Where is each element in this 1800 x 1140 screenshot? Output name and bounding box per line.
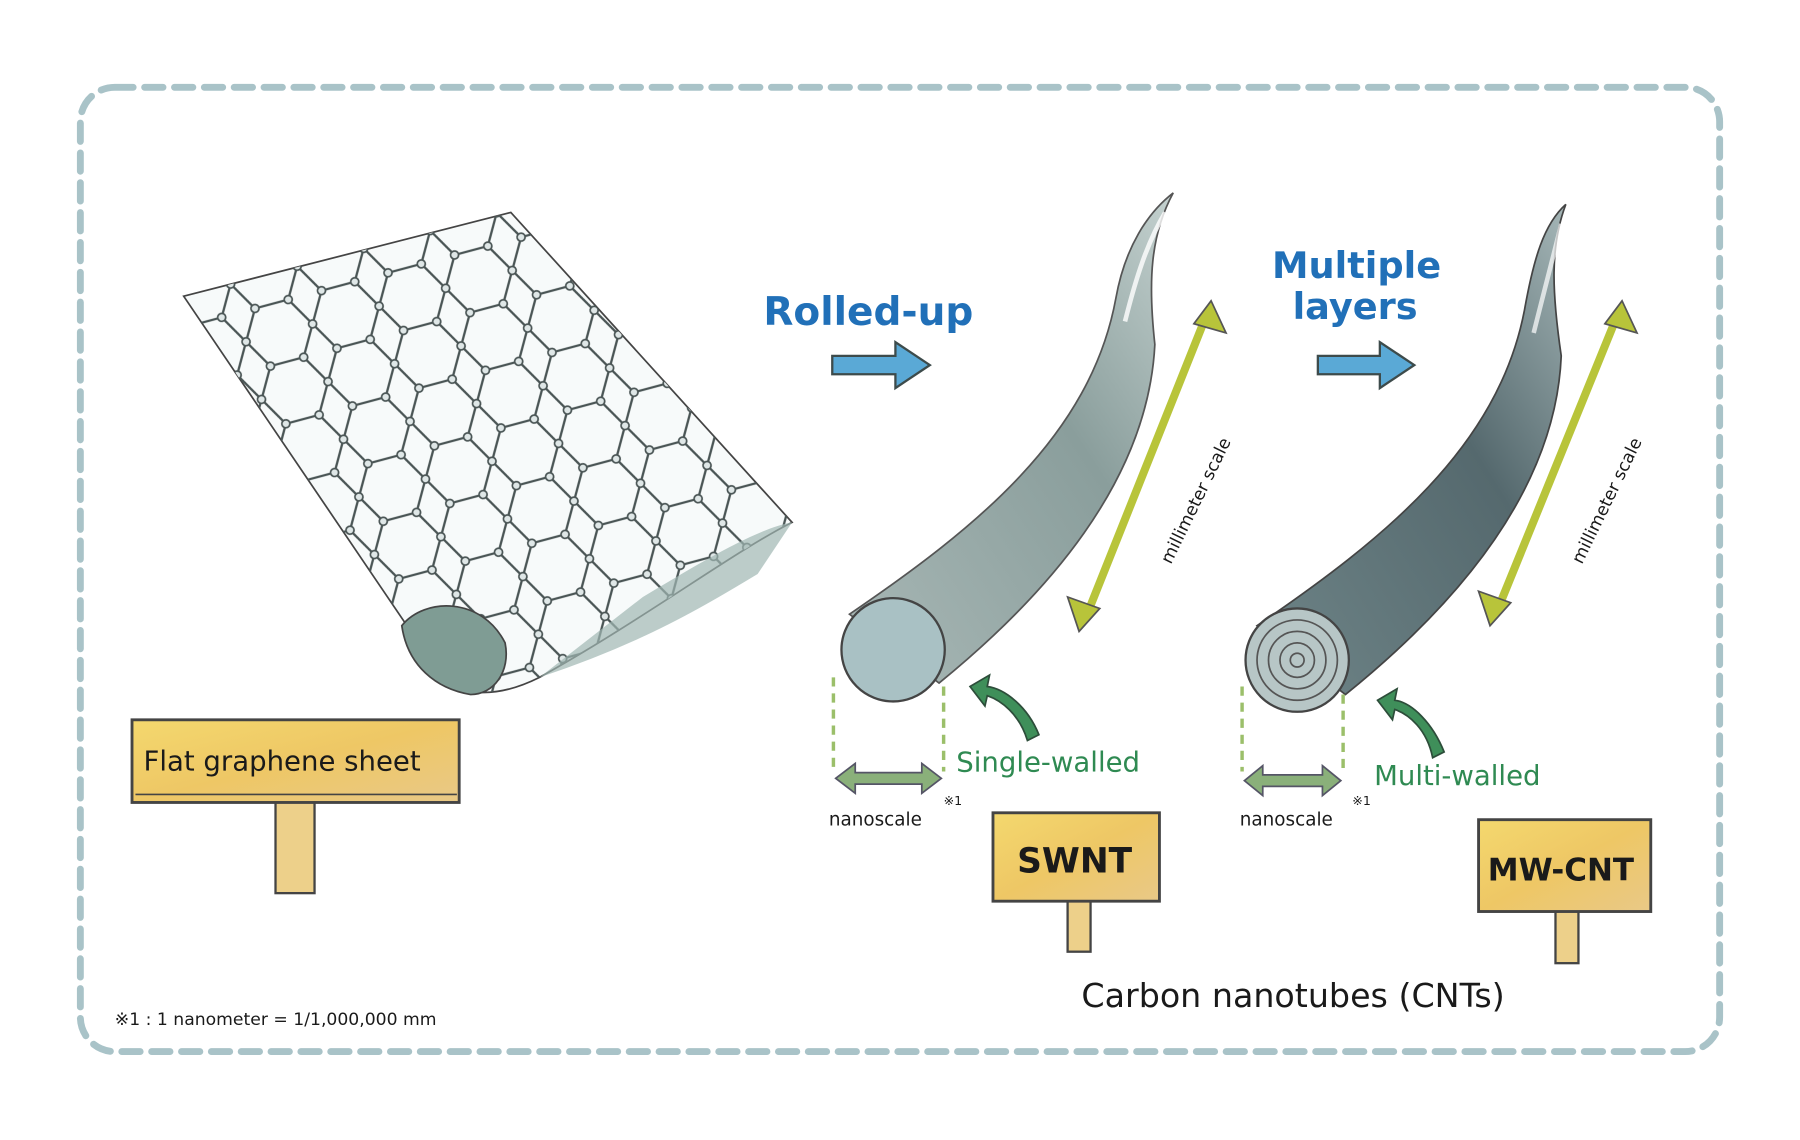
dashed-frame — [76, 83, 1724, 1056]
single-walled-label: Single-walled — [956, 746, 1140, 778]
nanoscale-arrow-1-icon — [834, 761, 943, 796]
swnt-sign: SWNT — [991, 811, 1161, 953]
single-walled-pointer-arrow-icon — [968, 673, 1040, 742]
caption: Carbon nanotubes (CNTs) — [1081, 976, 1504, 1015]
nanoscale-arrow-2-icon — [1243, 763, 1343, 798]
multi-walled-pointer-arrow-icon — [1376, 687, 1446, 759]
multiple-label: Multiple — [1272, 244, 1441, 287]
millimeter-scale-label-2: millimeter scale — [1568, 435, 1646, 567]
mwcnt-sign-label: MW-CNT — [1488, 853, 1634, 889]
graphene-sign-label: Flat graphene sheet — [143, 745, 420, 777]
nanoscale-label-1: nanoscale — [829, 809, 922, 830]
millimeter-scale-arrow-1-icon — [1066, 299, 1228, 634]
single-walled-tube-illustration — [840, 192, 1174, 703]
footnote: ※1 : 1 nanometer = 1/1,000,000 mm — [115, 1010, 437, 1030]
multi-walled-tube-illustration — [1244, 203, 1567, 713]
footnote-mark-2: ※1 — [1352, 793, 1371, 808]
footnote-mark-1: ※1 — [944, 793, 963, 808]
nanoscale-label-2: nanoscale — [1240, 809, 1333, 830]
multiple-layers-arrow-icon — [1316, 339, 1417, 391]
graphene-sign: Flat graphene sheet — [130, 718, 461, 895]
rolled-up-arrow-icon — [831, 339, 932, 391]
millimeter-scale-label-1: millimeter scale — [1157, 435, 1235, 567]
millimeter-scale-arrow-2-icon — [1477, 299, 1639, 628]
swnt-sign-label: SWNT — [1017, 841, 1133, 881]
multi-walled-label: Multi-walled — [1374, 760, 1540, 792]
rolled-up-label: Rolled-up — [763, 290, 973, 335]
layers-label: layers — [1293, 285, 1418, 328]
graphene-sheet-illustration — [182, 211, 794, 696]
mwcnt-sign: MW-CNT — [1477, 818, 1653, 965]
